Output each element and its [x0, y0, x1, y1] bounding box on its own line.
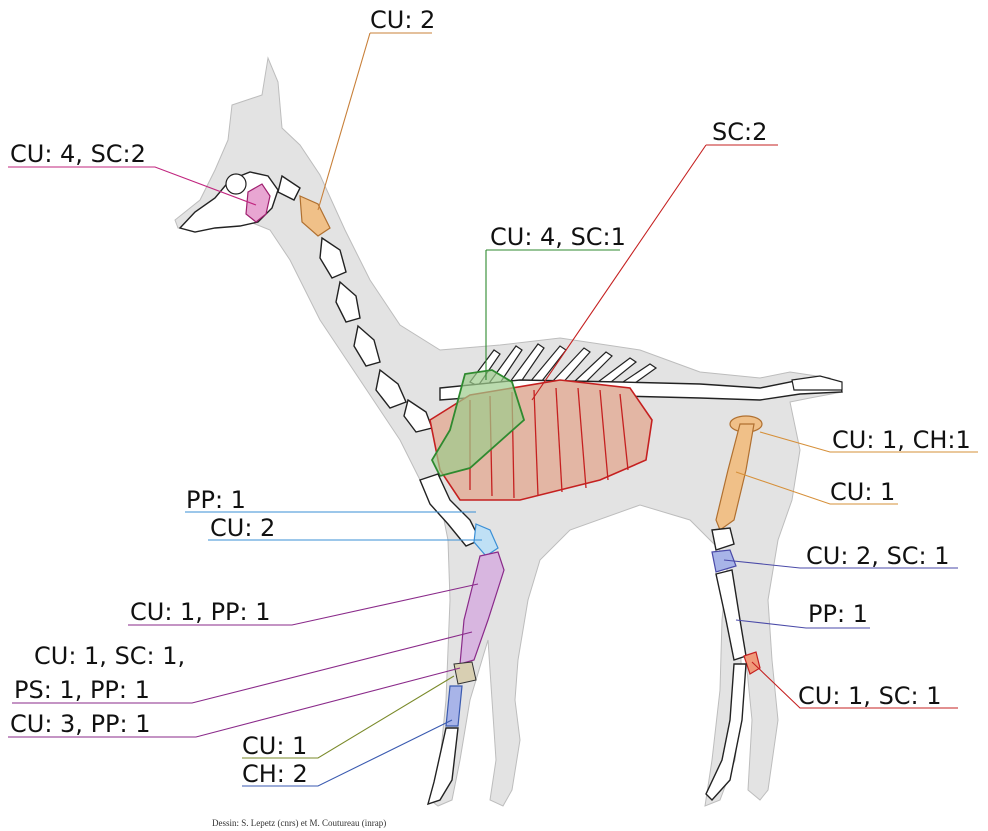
- label-scapula: CU: 4, SC:1: [490, 223, 626, 251]
- label-femur: CU: 1: [830, 478, 895, 506]
- label-humerus-cu: CU: 2: [210, 514, 275, 542]
- label-pelvis: CU: 1, CH:1: [832, 426, 971, 454]
- label-neck: CU: 2: [370, 6, 435, 34]
- label-skull: CU: 4, SC:2: [10, 140, 146, 168]
- eye-socket: [226, 174, 246, 194]
- drawing-credit: Dessin: S. Lepetz (cnrs) et M. Coutureau…: [212, 818, 386, 828]
- label-carpal: CU: 3, PP: 1: [10, 710, 151, 738]
- label-radius: CU: 1, PP: 1: [130, 598, 271, 626]
- label-tibia: CU: 2, SC: 1: [806, 542, 950, 570]
- label-humerus-pp: PP: 1: [186, 486, 246, 514]
- label-ulna-2: PS: 1, PP: 1: [14, 676, 150, 704]
- label-hind-shaft: PP: 1: [808, 600, 868, 628]
- label-metacarpal-cu: CU: 1: [242, 732, 307, 760]
- label-metacarpal-ch: CH: 2: [242, 760, 308, 788]
- carpal-highlight: [454, 662, 476, 684]
- label-tarsal: CU: 1, SC: 1: [798, 682, 942, 710]
- label-ulna-1: CU: 1, SC: 1,: [34, 642, 185, 670]
- label-ribs: SC:2: [712, 118, 767, 146]
